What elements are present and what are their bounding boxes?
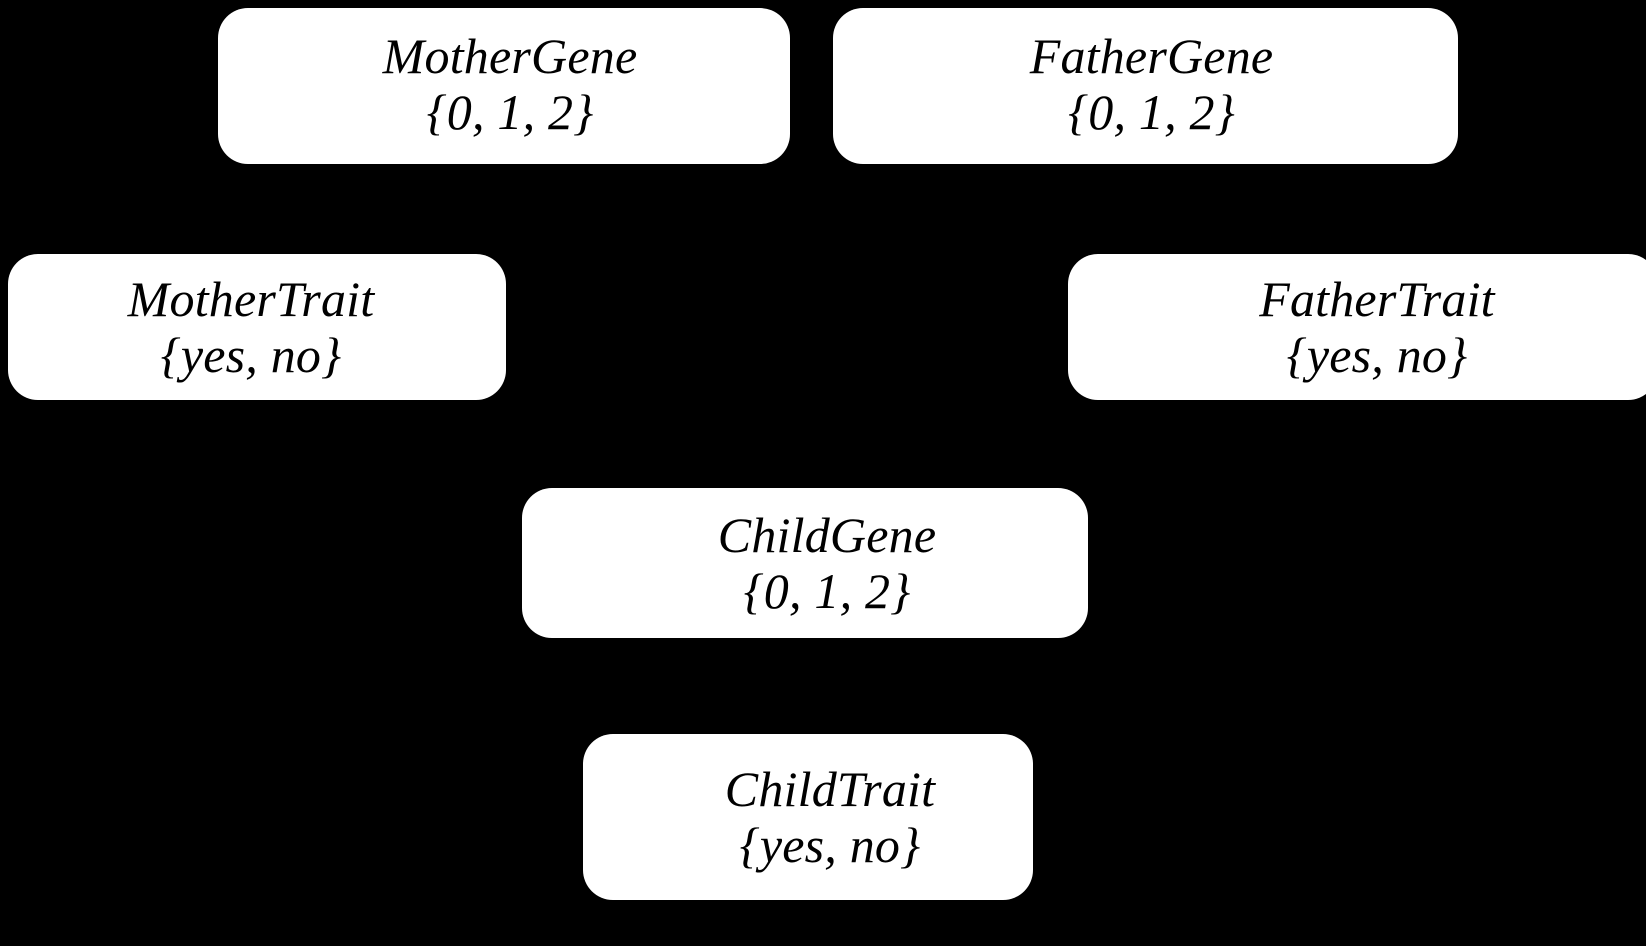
node-mother-gene-domain: {0, 1, 2} bbox=[426, 84, 594, 140]
node-child-gene[interactable]: ChildGene {0, 1, 2} bbox=[522, 488, 1088, 638]
node-father-trait-label: FatherTrait bbox=[1259, 271, 1495, 327]
node-mother-trait-domain: {yes, no} bbox=[160, 327, 342, 383]
node-father-gene[interactable]: FatherGene {0, 1, 2} bbox=[833, 8, 1458, 164]
node-father-trait-domain: {yes, no} bbox=[1286, 327, 1468, 383]
node-child-trait-label: ChildTrait bbox=[724, 761, 936, 817]
node-mother-trait-text: MotherTrait {yes, no} bbox=[128, 271, 375, 383]
node-mother-gene[interactable]: MotherGene {0, 1, 2} bbox=[218, 8, 790, 164]
node-child-gene-label: ChildGene bbox=[717, 507, 937, 563]
node-father-trait-text: FatherTrait {yes, no} bbox=[1259, 271, 1495, 383]
node-child-trait[interactable]: ChildTrait {yes, no} bbox=[583, 734, 1033, 900]
node-mother-gene-label: MotherGene bbox=[382, 28, 638, 84]
node-mother-trait-label: MotherTrait bbox=[127, 271, 375, 327]
node-father-gene-domain: {0, 1, 2} bbox=[1068, 84, 1235, 140]
node-father-gene-text: FatherGene {0, 1, 2} bbox=[1030, 28, 1274, 140]
node-mother-gene-text: MotherGene {0, 1, 2} bbox=[383, 28, 638, 140]
node-father-trait[interactable]: FatherTrait {yes, no} bbox=[1068, 254, 1646, 400]
node-child-trait-text: ChildTrait {yes, no} bbox=[725, 761, 935, 873]
node-child-trait-domain: {yes, no} bbox=[739, 817, 921, 873]
node-father-gene-label: FatherGene bbox=[1029, 28, 1274, 84]
node-child-gene-domain: {0, 1, 2} bbox=[743, 563, 911, 619]
node-mother-trait[interactable]: MotherTrait {yes, no} bbox=[8, 254, 506, 400]
node-child-gene-text: ChildGene {0, 1, 2} bbox=[718, 507, 936, 619]
